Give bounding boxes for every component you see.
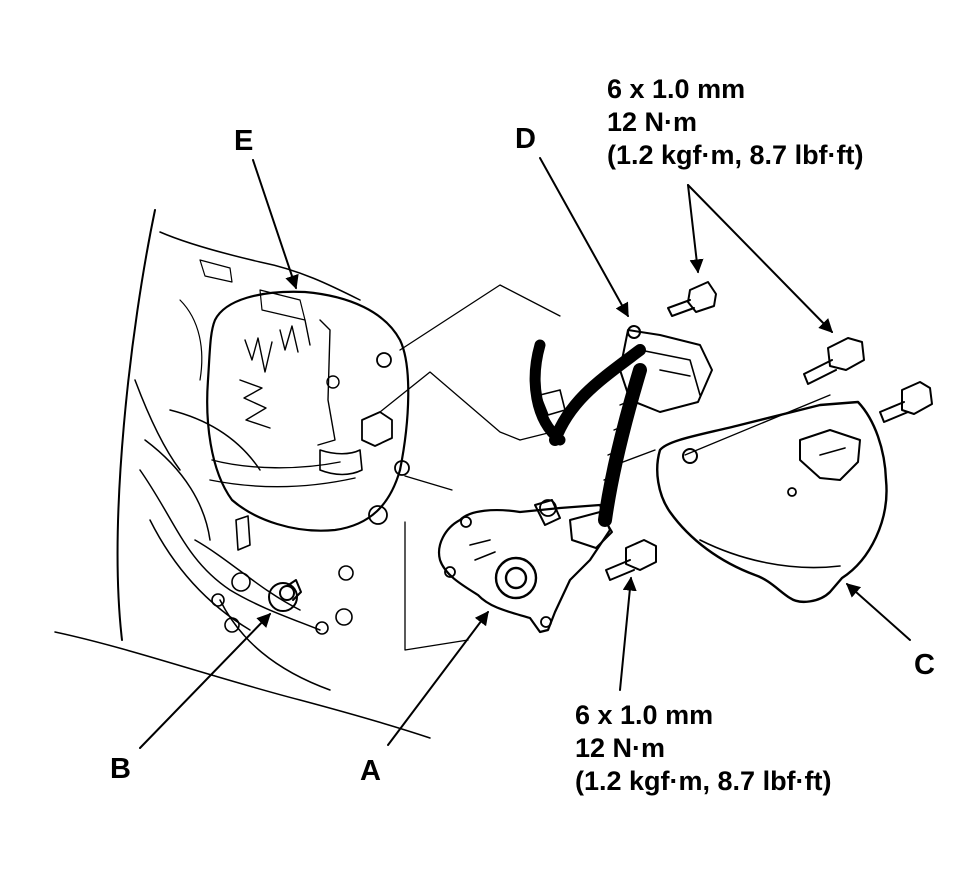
leader-a <box>387 610 489 746</box>
phantom-outline <box>379 284 831 651</box>
leader-spec-top-a <box>687 184 704 274</box>
leader-b <box>139 612 271 749</box>
spec-top-torque: 12 N·m <box>607 107 697 137</box>
housing-bosses <box>211 515 354 635</box>
switch-cover-c <box>656 400 888 604</box>
spec-bottom: 6 x 1.0 mm 12 N·m (1.2 kgf·m, 8.7 lbf·ft… <box>575 700 832 796</box>
label-b: B <box>110 753 131 785</box>
leader-e <box>252 159 299 290</box>
bolt-top-left <box>667 281 717 317</box>
leader-c <box>845 583 911 641</box>
label-e: E <box>234 125 253 157</box>
transmission-housing <box>54 209 431 739</box>
spec-top-size: 6 x 1.0 mm <box>607 74 745 104</box>
leader-d <box>539 157 629 318</box>
label-c: C <box>914 649 935 681</box>
label-a: A <box>360 755 381 787</box>
connector-d <box>539 325 713 416</box>
spec-bottom-torque: 12 N·m <box>575 733 665 763</box>
bolt-bottom <box>605 539 657 581</box>
bolt-top-right <box>803 337 865 385</box>
bolt-cover-right <box>879 381 933 423</box>
leader-arrows <box>139 157 911 749</box>
spec-bottom-size: 6 x 1.0 mm <box>575 700 713 730</box>
wire-harness <box>529 339 647 527</box>
spec-top-torque-alt: (1.2 kgf·m, 8.7 lbf·ft) <box>607 140 864 170</box>
spec-bottom-torque-alt: (1.2 kgf·m, 8.7 lbf·ft) <box>575 766 832 796</box>
shift-shaft-b <box>268 579 302 612</box>
leader-spec-bottom <box>619 576 637 691</box>
labels: E D C A B <box>110 123 935 787</box>
range-switch-a <box>437 499 613 634</box>
label-d: D <box>515 123 536 155</box>
cover-plate-e <box>206 290 410 532</box>
leader-spec-top-b <box>687 184 833 334</box>
spec-top: 6 x 1.0 mm 12 N·m (1.2 kgf·m, 8.7 lbf·ft… <box>607 74 864 170</box>
